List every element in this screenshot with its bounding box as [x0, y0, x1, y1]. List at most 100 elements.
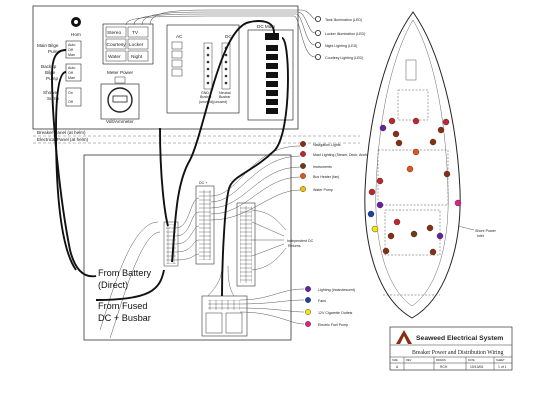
svg-text:Night: Night — [131, 54, 143, 60]
meter-power-switch[interactable] — [114, 76, 126, 84]
fixture-dot — [429, 248, 437, 256]
svg-text:On: On — [68, 91, 73, 95]
fixture-dot — [388, 117, 396, 125]
mid-output-label-2: Mast Lighting (Steam, Deck, Anchor) — [313, 153, 372, 157]
shore-power-label-1: Shore Power — [475, 229, 497, 233]
horn-label: Horn — [71, 32, 81, 37]
stereo-switch[interactable] — [105, 26, 127, 38]
unused-label: (unused)(unused) — [199, 100, 227, 104]
backup-bilge-label-1: Backup — [41, 64, 57, 69]
from-fused-label-2: DC + Busbar — [98, 313, 151, 323]
fixture-dot — [454, 199, 462, 207]
meter-power-label: Meter Power — [107, 70, 134, 75]
heavy-wires — [51, 20, 289, 301]
company-name: Seaweed Electrical System — [416, 335, 503, 342]
drawn-label: DRAWN — [436, 358, 446, 362]
fixture-dots — [367, 117, 462, 256]
fixture-dot — [406, 165, 414, 173]
neutral-busbar-label-2: Busbar — [219, 95, 231, 99]
svg-text:Stereo: Stereo — [107, 30, 121, 36]
fixture-dot — [437, 126, 445, 134]
svg-text:Man: Man — [68, 76, 75, 80]
gnd-busbar — [203, 42, 213, 90]
svg-text:Off: Off — [68, 71, 73, 75]
svg-text:Man: Man — [68, 53, 75, 57]
backup-bilge-switch[interactable]: Auto Off Man — [65, 63, 82, 82]
fixture-dot — [368, 188, 376, 196]
dc-main-switch[interactable] — [265, 33, 279, 40]
mid-output-marker — [300, 173, 306, 179]
fixture-dot — [436, 232, 444, 240]
dc-main-label: DC Main — [257, 24, 275, 29]
mid-output-label-5: Water Pump — [313, 188, 333, 192]
ac-breakers[interactable] — [171, 41, 183, 77]
svg-text:TV: TV — [132, 30, 139, 36]
fixture-dot — [379, 124, 387, 132]
night-switch[interactable] — [127, 50, 149, 62]
fixture-dot — [443, 170, 451, 178]
sheet-value: 1 of 1 — [498, 365, 507, 369]
svg-text:Auto: Auto — [68, 66, 75, 70]
bottom-output-label-4: Electric Fuel Pump — [318, 323, 348, 327]
fixture-dot — [392, 130, 400, 138]
svg-text:Auto: Auto — [68, 43, 75, 47]
svg-text:Off: Off — [68, 100, 73, 104]
rev-label: REV — [406, 358, 412, 362]
bottom-output-marker — [305, 321, 311, 327]
from-battery-label-1: From Battery — [98, 268, 151, 278]
mid-output-marker — [300, 186, 306, 192]
bottom-output-marker — [305, 297, 311, 303]
bottom-output-label-1: Lighting (incandescent) — [318, 288, 355, 292]
fixture-dot — [410, 230, 418, 238]
fixture-dot — [387, 232, 395, 240]
mid-output-label-4: Bus Heater (fan) — [313, 175, 339, 179]
svg-text:Courtesy: Courtesy — [107, 42, 127, 48]
top-output-label-3: Night Lighting (LED) — [325, 44, 357, 48]
fixture-dot — [393, 218, 401, 226]
fixture-dot — [367, 210, 375, 218]
main-bilge-label-2: Pump — [48, 49, 60, 54]
bottom-output-label-3: 12V Cigarette Outlets — [318, 311, 353, 315]
mid-output-marker — [300, 151, 306, 157]
water-switch[interactable] — [105, 50, 127, 62]
fixture-dot — [412, 148, 420, 156]
from-fused-label-1: From Fused — [98, 301, 148, 311]
top-output-label-1: Tank Illumination (LED) — [325, 18, 362, 22]
drawing-title: Breaker Power and Distribution Wiring — [412, 350, 504, 356]
backup-bilge-label-2: Bilge — [45, 70, 56, 75]
svg-text:Off: Off — [68, 48, 73, 52]
fixture-dot — [382, 247, 390, 255]
mid-output-markers — [300, 141, 306, 192]
fixture-dot — [412, 117, 420, 125]
mid-output-marker — [300, 163, 306, 169]
fixture-dot — [371, 225, 379, 233]
dc-label: DC — [225, 34, 232, 39]
title-block — [389, 326, 513, 371]
main-bilge-switch[interactable]: Auto Off Man — [65, 40, 82, 59]
upper-switch-block: Stereo TV Courtesy Locker Water Night — [102, 23, 154, 65]
electrical-panel-frame — [83, 154, 292, 341]
fixture-dot — [376, 201, 384, 209]
mid-output-label-1: Navigation Lights — [313, 143, 341, 147]
bottom-output-marker — [305, 286, 311, 292]
dc-breakers[interactable] — [266, 45, 278, 114]
gnd-busbar-label-2: Busbar — [200, 95, 212, 99]
svg-text:Locker: Locker — [129, 42, 144, 48]
date-label: DATE — [468, 358, 475, 362]
size-value: A — [396, 365, 399, 369]
shower-sump-label-1: Shower — [43, 90, 59, 95]
shower-sump-switch[interactable]: On Off — [65, 87, 82, 107]
breaker-panel-label: Breaker Panel (at helm) — [37, 130, 86, 135]
locker-switch[interactable] — [127, 38, 149, 50]
drawn-value: RCH — [440, 365, 448, 369]
courtesy-switch[interactable] — [105, 38, 127, 50]
tv-switch[interactable] — [127, 26, 149, 38]
fixture-dot — [376, 177, 384, 185]
neutral-busbar-label-1: Neutral — [219, 91, 231, 95]
independent-returns-label-1: Independent DC — [287, 239, 314, 243]
bottom-output-label-2: Fans — [318, 299, 326, 303]
led-wires — [125, 9, 316, 58]
gnd-busbar-label-1: GND — [201, 91, 209, 95]
svg-text:Water: Water — [108, 54, 121, 60]
